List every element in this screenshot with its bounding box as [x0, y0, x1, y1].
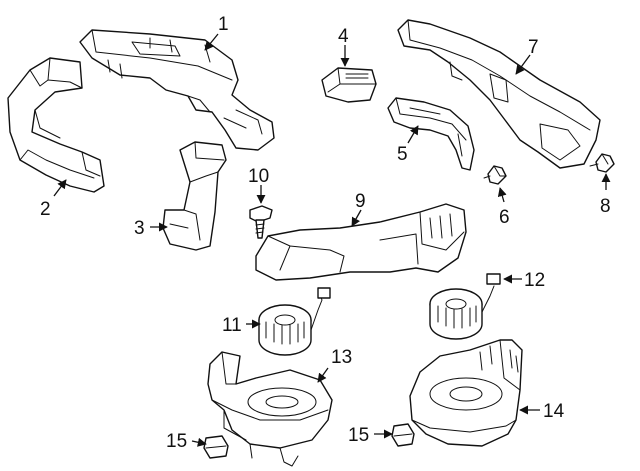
- leader-1: [204, 33, 219, 51]
- part-11-blower-motor: [258, 287, 331, 356]
- part-10-screw: [249, 205, 273, 239]
- leader-5: [407, 125, 419, 144]
- leader-2: [53, 179, 67, 197]
- part-2-left-duct: [7, 57, 105, 193]
- leader-15a: [191, 437, 207, 447]
- callout-7: 7: [528, 37, 539, 58]
- callout-labels: 1 2 3 4 5 6 7 8 9 10 11 12 13 14 15 15: [40, 14, 611, 452]
- leader-7: [515, 54, 531, 75]
- part-15-clip-left: [203, 435, 229, 459]
- callout-15a: 15: [166, 431, 187, 452]
- part-8-clip: [589, 153, 615, 173]
- callout-5: 5: [397, 144, 408, 165]
- callout-15b: 15: [348, 425, 369, 446]
- leader-lines: [53, 33, 611, 447]
- callout-13: 13: [331, 347, 352, 368]
- part-14-blower-housing: [409, 339, 523, 447]
- callout-6: 6: [499, 207, 510, 228]
- part-5-curved-duct: [387, 97, 475, 171]
- part-6-clip: [483, 165, 507, 185]
- callout-12: 12: [524, 270, 545, 291]
- callout-3: 3: [134, 218, 145, 239]
- part-3-vertical-duct: [162, 141, 227, 251]
- leader-9: [351, 209, 362, 227]
- part-4-vent: [321, 67, 377, 103]
- callout-9: 9: [355, 191, 366, 212]
- part-7-long-duct: [397, 19, 601, 169]
- callout-14: 14: [543, 401, 565, 422]
- callout-4: 4: [338, 26, 349, 47]
- callout-11: 11: [222, 315, 242, 336]
- part-9-center-duct: [255, 203, 467, 281]
- callout-2: 2: [40, 199, 51, 220]
- part-1-center-duct: [79, 29, 275, 151]
- leader-13: [317, 367, 329, 383]
- part-13-blower-housing: [207, 351, 333, 467]
- leader-6: [497, 187, 507, 203]
- callout-10: 10: [248, 166, 269, 187]
- part-15-clip-right: [391, 423, 415, 447]
- callout-1: 1: [218, 14, 229, 35]
- part-12-blower-motor: [429, 273, 501, 340]
- callout-8: 8: [600, 196, 611, 217]
